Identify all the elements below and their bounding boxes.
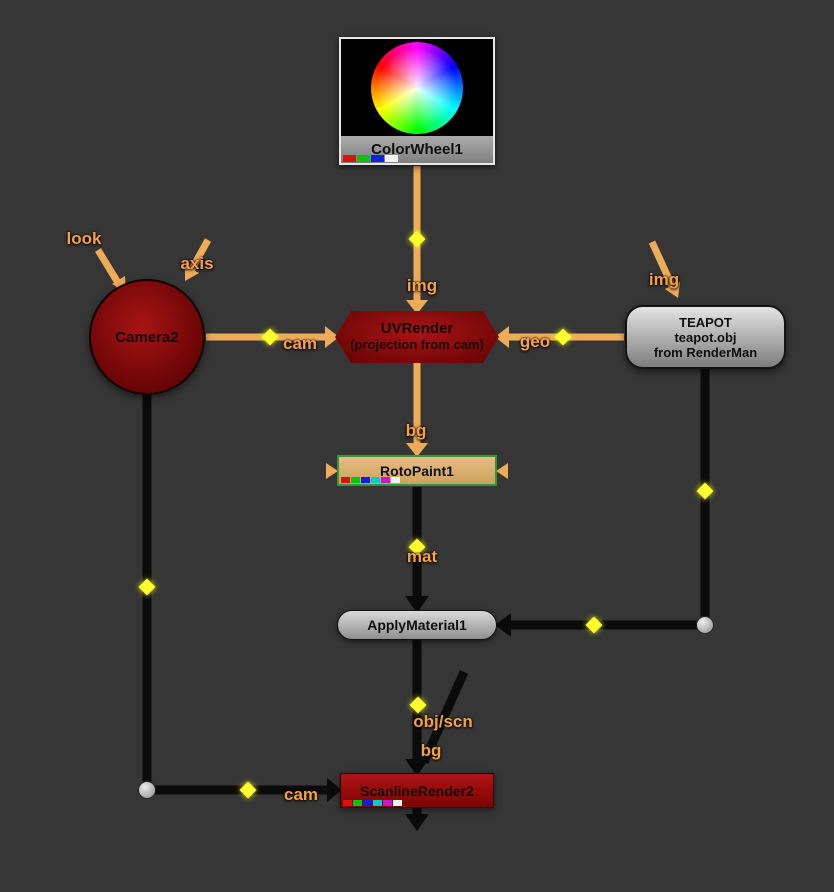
node-teapot[interactable]: TEAPOT teapot.obj from RenderMan (625, 305, 786, 369)
rotopaint-left-input-arrow (326, 463, 338, 479)
node-label: UVRender (380, 320, 454, 337)
node-camera2[interactable]: Camera2 (89, 279, 205, 395)
arrowhead-cam (325, 326, 339, 348)
edge-label-mat: mat (406, 547, 438, 566)
edge-label-img: img (648, 270, 680, 289)
node-uvrender[interactable] (335, 311, 499, 363)
arrowhead-bg (406, 443, 428, 457)
edge-label-cam: cam (282, 334, 318, 353)
colorwheel-title-bar: ColorWheel1 (341, 136, 493, 163)
edge-label-axis: axis (180, 254, 214, 273)
edge-label-bg: bg (405, 421, 427, 440)
arrowhead-img-teapot (665, 282, 680, 298)
colorwheel-icon (371, 41, 463, 134)
colorwheel-thumbnail (341, 39, 493, 136)
node-scanlinerender2[interactable]: ScanlineRender2 (340, 773, 494, 808)
node-colorwheel1[interactable]: ColorWheel1 (339, 37, 495, 165)
node-label: ColorWheel1 (371, 141, 463, 158)
connection-elbow-dot[interactable] (138, 781, 156, 799)
edge-label-bg: bg (420, 741, 442, 760)
node-label: ScanlineRender2 (360, 782, 474, 799)
node-sublabel: teapot.obj (674, 329, 737, 345)
node-label: RotoPaint1 (380, 462, 454, 479)
node-label: ApplyMaterial1 (367, 617, 467, 633)
edge-label-obj-scn: obj/scn (413, 712, 473, 731)
edge-scn-diagonal[interactable] (419, 670, 469, 764)
node-rotopaint1[interactable]: RotoPaint1 (337, 455, 497, 486)
connection-elbow-dot[interactable] (696, 616, 714, 634)
rotopaint-right-input-arrow (496, 463, 508, 479)
arrowhead-axis (185, 265, 199, 281)
arrowhead-applymaterial-right (495, 613, 511, 637)
arrowhead-geo (495, 326, 509, 348)
channel-strip (341, 477, 400, 483)
edge-label-cam: cam (283, 785, 319, 804)
arrowhead-img (406, 300, 428, 314)
edge-img-teapot-stub[interactable] (648, 240, 677, 290)
edge-label-geo: geo (519, 332, 551, 351)
arrowhead-cam-scanline (327, 778, 342, 802)
channel-strip (343, 155, 398, 162)
arrowhead-mat (405, 596, 429, 613)
edge-label-look: look (66, 229, 102, 248)
edge-look-stub[interactable] (95, 248, 123, 288)
node-sublabel: (projection from cam) (350, 337, 484, 352)
node-sublabel: from RenderMan (653, 344, 758, 360)
channel-strip (343, 800, 402, 806)
node-applymaterial1[interactable]: ApplyMaterial1 (337, 610, 497, 640)
arrowhead-obj (405, 759, 429, 776)
edge-label-img: img (406, 276, 438, 295)
node-uvrender-text: UVRender (projection from cam) (317, 320, 517, 352)
arrowhead-output (405, 814, 429, 831)
node-label: Camera2 (115, 328, 179, 346)
node-label: TEAPOT (679, 314, 732, 330)
